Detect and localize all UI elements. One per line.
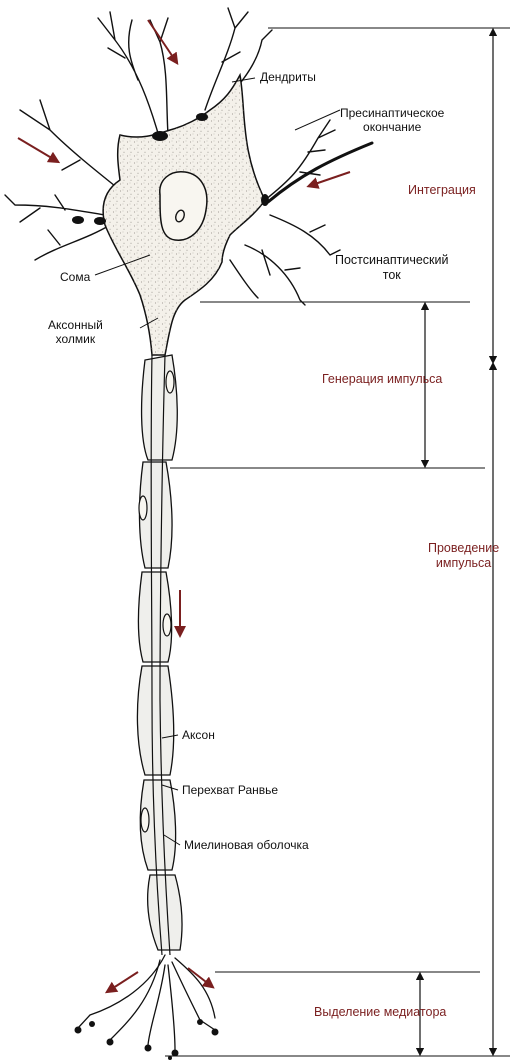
presynaptic-terminal bbox=[268, 143, 372, 202]
label-dendrites: Дендриты bbox=[260, 70, 316, 84]
label-axon: Аксон bbox=[182, 728, 215, 742]
label-postsynaptic-current: Постсинаптический ток bbox=[335, 253, 448, 283]
label-postsynaptic-line1: Постсинаптический bbox=[335, 253, 448, 268]
label-soma: Сома bbox=[60, 270, 90, 284]
label-myelin-sheath: Миелиновая оболочка bbox=[184, 838, 309, 852]
label-impulse-conduction: Проведение импульса bbox=[428, 541, 499, 571]
label-axon-hillock-line1: Аксонный bbox=[48, 318, 103, 332]
label-axon-hillock: Аксонный холмик bbox=[48, 318, 103, 346]
terminal-buttons bbox=[75, 1019, 219, 1060]
label-postsynaptic-line2: ток bbox=[335, 268, 448, 283]
label-node-of-ranvier: Перехват Ранвье bbox=[182, 783, 278, 797]
label-conduction-line1: Проведение bbox=[428, 541, 499, 556]
label-presynaptic-line1: Пресинаптическое bbox=[340, 106, 444, 120]
label-presynaptic-terminal: Пресинаптическое окончание bbox=[340, 106, 444, 134]
label-axon-hillock-line2: холмик bbox=[48, 332, 103, 346]
label-integration: Интеграция bbox=[408, 183, 476, 198]
label-conduction-line2: импульса bbox=[428, 556, 499, 571]
axon-terminals bbox=[78, 955, 215, 1050]
label-transmitter-release: Выделение медиатора bbox=[314, 1005, 446, 1020]
label-presynaptic-line2: окончание bbox=[340, 120, 444, 134]
label-impulse-generation: Генерация импульса bbox=[322, 372, 442, 387]
